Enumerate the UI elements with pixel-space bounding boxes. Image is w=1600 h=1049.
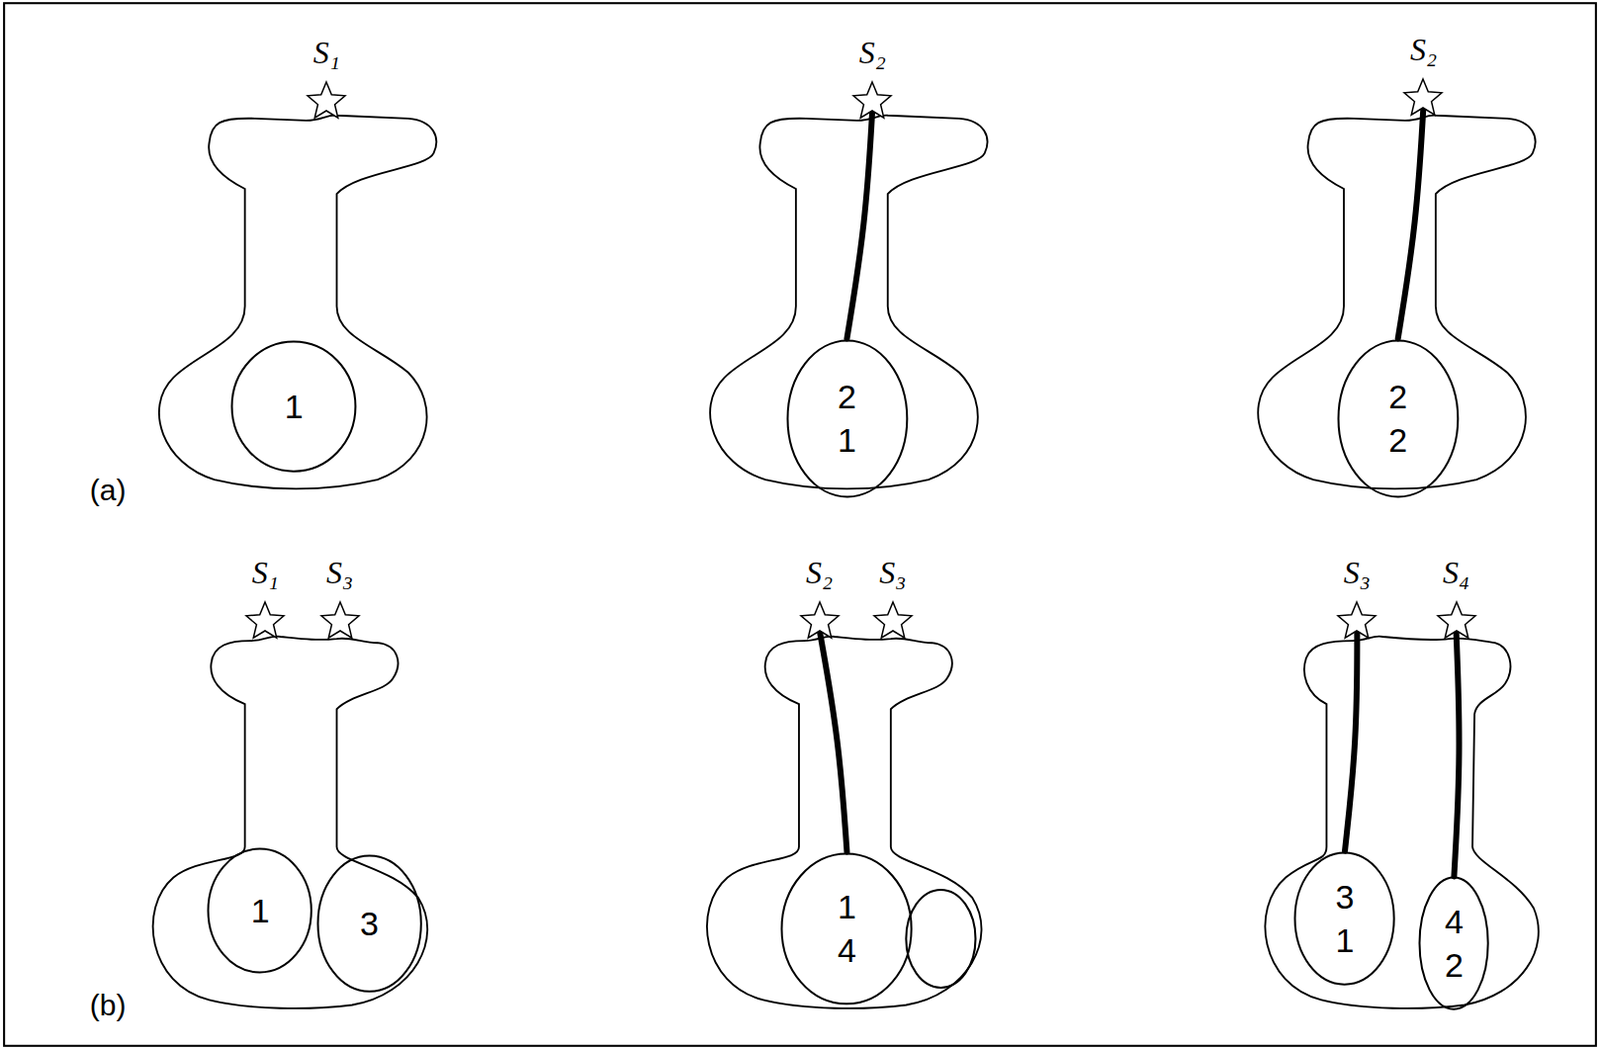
- synapse-star: [1334, 600, 1379, 644]
- cluster-number: 1 4: [837, 885, 857, 973]
- synapse-marker: S₂: [850, 35, 894, 124]
- star-outline: [1436, 602, 1475, 638]
- receptor-cluster: 1: [206, 847, 313, 975]
- synapse-label: S₃: [879, 555, 906, 591]
- receptor-cluster: 1 4: [780, 852, 913, 1006]
- star-outline: [1337, 602, 1376, 638]
- synapse-marker: S₃: [871, 555, 915, 644]
- synapse-marker: S₂: [1401, 32, 1445, 121]
- cluster-outline: [1293, 851, 1396, 986]
- cluster-ellipse: [317, 855, 421, 991]
- panel-label: (a): [89, 473, 127, 507]
- figure-frame: [3, 2, 1597, 1047]
- filament-line: [846, 108, 873, 339]
- synapse-label: S₄: [1442, 555, 1470, 591]
- cluster-outline: [1336, 339, 1460, 499]
- cluster-ellipse: [232, 341, 356, 471]
- synapse-label: S₃: [1343, 555, 1371, 591]
- cluster-ellipse: [208, 849, 312, 974]
- spine-outline: [1264, 636, 1538, 1009]
- filament-line: [1453, 628, 1459, 877]
- synapse-label: S₁: [252, 555, 279, 591]
- receptor-cluster: 4 2: [1418, 876, 1490, 1011]
- cluster-outline: [786, 339, 909, 499]
- empty-cluster: [905, 889, 976, 988]
- cluster-number: 2 2: [1388, 374, 1408, 462]
- synapse-star: [1401, 77, 1445, 121]
- filament-line: [1398, 105, 1424, 340]
- synapse-marker: S₁: [243, 555, 287, 644]
- panel-label: (b): [89, 988, 127, 1022]
- synapse-star: [798, 600, 842, 644]
- star-outline: [307, 82, 346, 118]
- star-outline: [874, 602, 912, 638]
- synapse-star: [243, 600, 287, 644]
- receptor-cluster: 3: [316, 854, 423, 993]
- cluster-ellipse: [782, 853, 912, 1004]
- synapse-label: S₂: [805, 555, 833, 591]
- synapse-star: [1434, 600, 1479, 644]
- synapse-star: [318, 600, 362, 644]
- synapse-label: S₂: [1410, 32, 1437, 68]
- star-outline: [853, 82, 891, 118]
- spine-outline: [710, 115, 987, 490]
- synapse-marker: S₃: [318, 555, 362, 644]
- star-outline: [1404, 79, 1442, 115]
- cluster-ellipse: [1337, 340, 1458, 497]
- cluster-number: 1: [284, 384, 304, 429]
- receptor-cluster: 2 2: [1336, 339, 1460, 499]
- cluster-number: 1: [251, 888, 270, 933]
- cluster-number: 2 1: [837, 374, 857, 462]
- receptor-cluster: 2 1: [786, 339, 909, 499]
- synapse-marker: S₂: [798, 555, 842, 644]
- synapse-marker: S₃: [1334, 555, 1379, 644]
- synapse-label: S₂: [859, 35, 887, 71]
- cluster-ellipse: [787, 340, 907, 497]
- cluster-number: 4 2: [1444, 899, 1464, 987]
- synapse-label: S₁: [313, 35, 341, 71]
- spine-outline: [159, 115, 437, 490]
- synapse-marker: S₁: [304, 35, 349, 124]
- cluster-ellipse: [1420, 878, 1489, 1010]
- spine-outline: [153, 636, 429, 1009]
- synapse-label: S₃: [326, 555, 354, 591]
- filament-line: [1344, 628, 1357, 851]
- cluster-outline: [1418, 876, 1490, 1011]
- receptor-cluster: 1: [230, 340, 357, 473]
- cluster-outline: [780, 852, 913, 1006]
- receptor-cluster: 3 1: [1293, 851, 1396, 986]
- synapse-star: [871, 600, 915, 644]
- cluster-ellipse: [1295, 852, 1395, 984]
- spine-outline: [1257, 115, 1535, 490]
- cluster-number: 3: [359, 901, 379, 946]
- synapse-star: [304, 80, 349, 124]
- synapse-marker: S₄: [1434, 555, 1479, 644]
- synapse-star: [850, 80, 894, 124]
- cluster-number: 3 1: [1335, 875, 1355, 963]
- star-outline: [246, 602, 284, 638]
- star-outline: [321, 602, 359, 638]
- filament-line: [819, 628, 848, 852]
- star-outline: [800, 602, 839, 638]
